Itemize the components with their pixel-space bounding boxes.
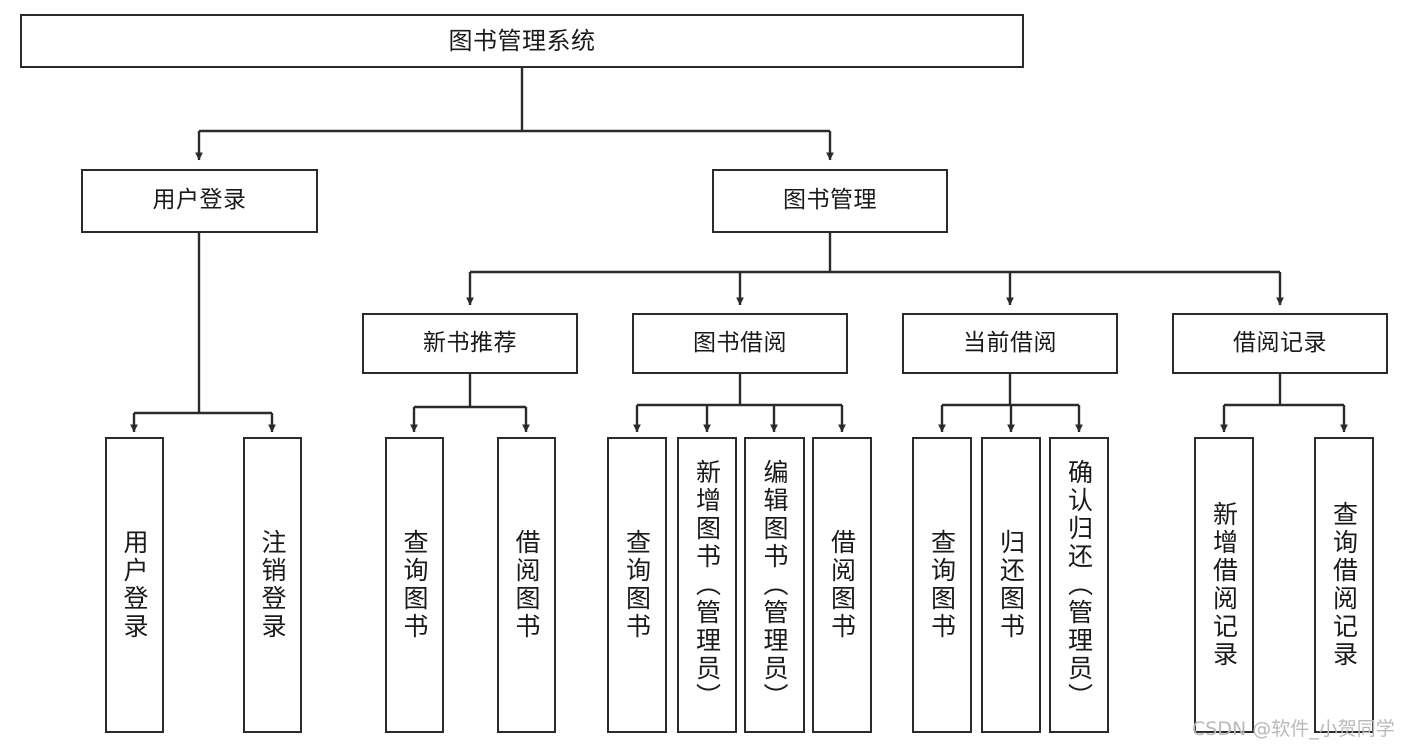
node-leaf-add-book-admin[interactable]: 新增图书（管理员） xyxy=(677,437,737,733)
node-label: 图书管理系统 xyxy=(448,26,596,55)
node-label: 借阅记录 xyxy=(1233,329,1327,356)
node-leaf-query-book-borrow[interactable]: 查询图书 xyxy=(607,437,667,733)
node-label: 查询图书 xyxy=(400,529,429,641)
node-book-borrow[interactable]: 图书借阅 xyxy=(632,313,848,374)
node-label: 借阅图书 xyxy=(827,529,857,641)
node-borrow-record[interactable]: 借阅记录 xyxy=(1172,313,1388,374)
node-label: 查询图书 xyxy=(927,529,957,641)
node-label: 编辑图书（管理员） xyxy=(760,459,789,711)
node-label: 图书管理 xyxy=(783,187,877,214)
node-new-book-recommend[interactable]: 新书推荐 xyxy=(362,313,578,374)
node-label: 确认归还（管理员） xyxy=(1064,459,1094,711)
node-label: 查询图书 xyxy=(622,529,652,641)
node-label: 图书借阅 xyxy=(693,329,787,356)
node-book-management[interactable]: 图书管理 xyxy=(712,169,948,233)
node-leaf-user-login[interactable]: 用户登录 xyxy=(105,437,164,733)
node-label: 用户登录 xyxy=(152,187,247,214)
node-root-book-management-system[interactable]: 图书管理系统 xyxy=(20,14,1024,68)
node-label: 当前借阅 xyxy=(963,329,1057,356)
node-leaf-query-borrow-record[interactable]: 查询借阅记录 xyxy=(1314,437,1374,733)
node-label: 新增借阅记录 xyxy=(1209,501,1239,669)
node-label: 借阅图书 xyxy=(512,529,541,641)
node-user-login[interactable]: 用户登录 xyxy=(81,169,318,233)
node-leaf-return-book[interactable]: 归还图书 xyxy=(981,437,1041,733)
node-label: 归还图书 xyxy=(996,529,1026,641)
node-current-borrow[interactable]: 当前借阅 xyxy=(902,313,1118,374)
node-leaf-logout-login[interactable]: 注销登录 xyxy=(243,437,302,733)
node-leaf-add-borrow-record[interactable]: 新增借阅记录 xyxy=(1194,437,1254,733)
node-leaf-query-book-recommend[interactable]: 查询图书 xyxy=(385,437,444,733)
node-leaf-borrow-book[interactable]: 借阅图书 xyxy=(812,437,872,733)
node-label: 查询借阅记录 xyxy=(1329,501,1359,669)
node-leaf-confirm-return-admin[interactable]: 确认归还（管理员） xyxy=(1049,437,1109,733)
node-label: 新书推荐 xyxy=(423,329,517,356)
node-label: 新增图书（管理员） xyxy=(692,459,722,711)
node-leaf-borrow-book-recommend[interactable]: 借阅图书 xyxy=(497,437,556,733)
node-label: 用户登录 xyxy=(120,529,149,641)
node-leaf-edit-book-admin[interactable]: 编辑图书（管理员） xyxy=(744,437,805,733)
node-label: 注销登录 xyxy=(258,529,287,641)
csdn-watermark: CSDN @软件_小贺同学 xyxy=(1192,718,1395,740)
node-leaf-query-book-current[interactable]: 查询图书 xyxy=(912,437,972,733)
